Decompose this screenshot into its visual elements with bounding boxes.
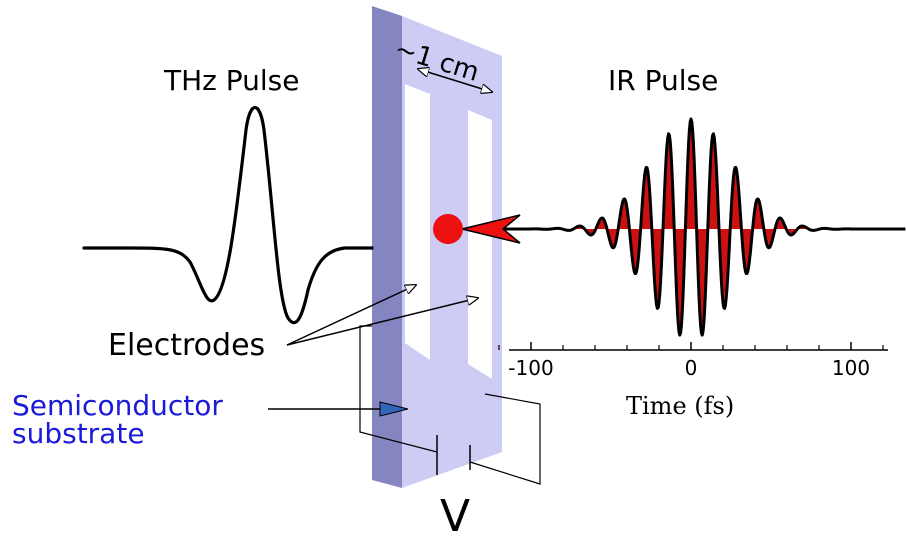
size-dimension-arrow [418, 69, 492, 92]
time-axis-title: Time (fs) [626, 392, 735, 420]
semiconductor-label: Semiconductor [12, 389, 223, 422]
time-axis-tick-label: 0 [684, 356, 698, 380]
electrode-pointer-left [286, 285, 416, 346]
ir-beam-arrowhead [461, 214, 521, 244]
thz-pulse-label: THz Pulse [164, 64, 300, 97]
electrode-pointer-right [286, 298, 478, 346]
laser-spot [433, 214, 463, 244]
time-axis-tick-label: 100 [831, 356, 871, 380]
time-axis-tick-label: -100 [508, 356, 554, 380]
circuit-wire-left [359, 325, 438, 453]
substrate-edge [372, 6, 402, 488]
ir-pulse-waveform [479, 117, 906, 337]
left-electrode-gap [405, 84, 430, 360]
electrodes-label: Electrodes [108, 328, 266, 363]
voltage-label: V [440, 491, 471, 542]
circuit-wire-right [469, 393, 541, 485]
thz-pulse-waveform [82, 106, 374, 325]
ir-pulse-line [479, 117, 906, 337]
time-axis-ticks [498, 342, 884, 350]
ir-pulse-label: IR Pulse [608, 64, 719, 97]
ir-pulse-fill [479, 119, 906, 336]
right-electrode-gap [468, 110, 492, 379]
substrate-pointer-arrowhead [379, 401, 409, 417]
substrate-label: substrate [12, 417, 145, 450]
